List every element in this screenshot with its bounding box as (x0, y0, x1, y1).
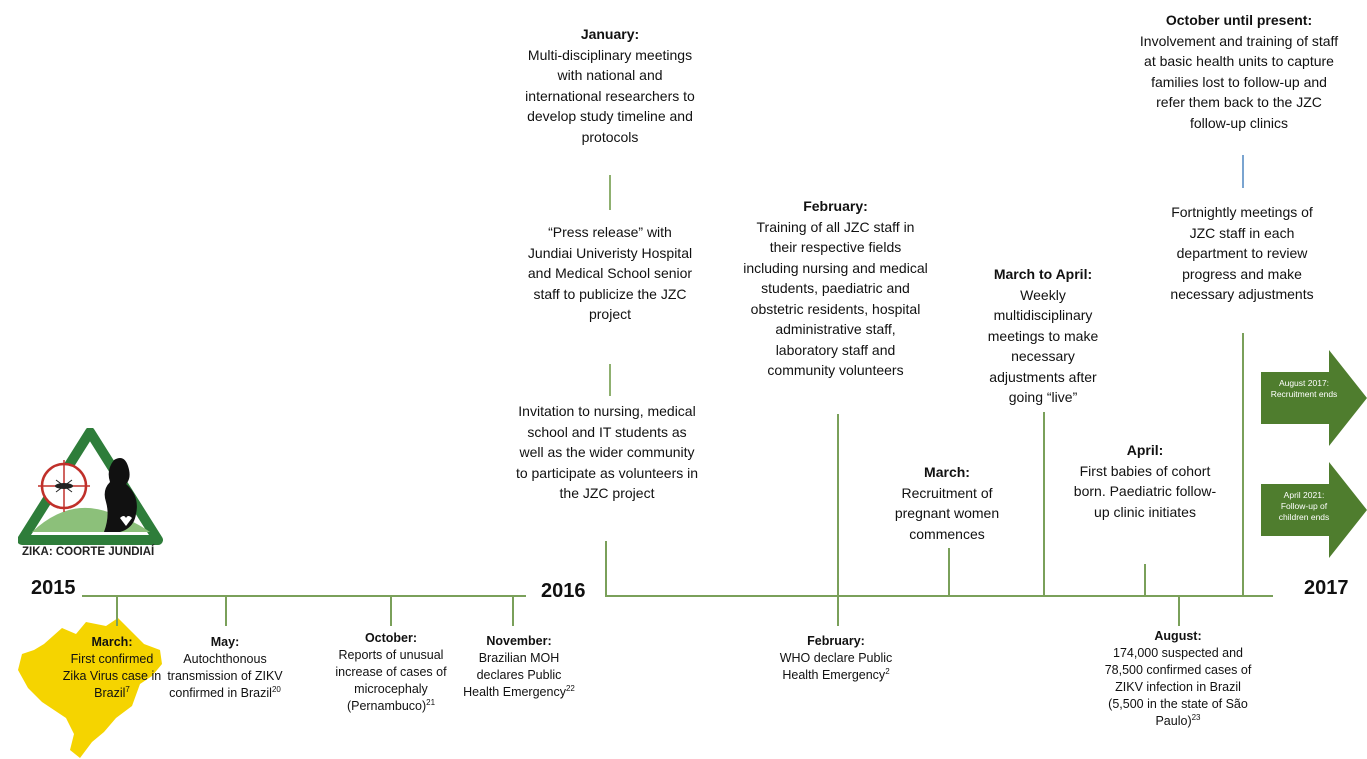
recruitment-ends-label: August 2017: Recruitment ends (1270, 378, 1338, 399)
april-babies-text: First babies of cohort born. Paediatric … (1073, 462, 1217, 520)
tick-february-below (837, 595, 839, 626)
january-text: Multi-disciplinary meetings with nationa… (525, 46, 695, 145)
october-present-block: October until present: Involvement and t… (1137, 10, 1341, 133)
november-2015-block: November: Brazilian MOH declares Public … (462, 633, 576, 701)
march-recruitment-heading: March: (924, 464, 970, 480)
february-2016-heading: February: (807, 634, 865, 648)
invitation-text: Invitation to nursing, medical school an… (515, 403, 699, 501)
october-2015-ref: 21 (426, 697, 436, 707)
tick-april (1144, 564, 1146, 595)
followup-ends-label: April 2021: Follow-up of children ends (1278, 490, 1330, 522)
february-training-block: February: Training of all JZC staff in t… (743, 196, 928, 381)
brazil-map-icon (18, 618, 162, 758)
tick-march-above (948, 548, 950, 595)
zika-logo (18, 428, 163, 545)
october-2015-text: Reports of unusual increase of cases of … (335, 648, 447, 713)
connector-press-invitation (609, 364, 611, 396)
timeline-line-2015 (82, 595, 526, 597)
fortnightly-block: Fortnightly meetings of JZC staff in eac… (1163, 202, 1321, 305)
may-2015-ref: 20 (271, 684, 281, 694)
march-april-text: Weekly multidisciplinary meetings to mak… (987, 286, 1099, 406)
november-2015-ref: 22 (565, 683, 575, 693)
march-2015-ref: 7 (125, 684, 130, 694)
tick-march (116, 595, 118, 626)
may-2015-block: May: Autochthonous transmission of ZIKV … (160, 634, 290, 702)
february-2016-ref: 2 (885, 666, 890, 676)
year-2016: 2016 (541, 580, 586, 602)
press-release-text: “Press release” with Jundiai Univeristy … (527, 224, 693, 322)
february-2016-text: WHO declare Public Health Emergency (779, 651, 893, 682)
timeline-line-2016 (605, 595, 1273, 597)
march-april-heading: March to April: (993, 266, 1093, 282)
march-2015-text: First confirmed Zika Virus case in Brazi… (62, 652, 162, 700)
recruitment-ends-arrow (1261, 350, 1367, 446)
tick-october (390, 595, 392, 626)
followup-ends-arrow (1261, 462, 1367, 558)
year-2015: 2015 (31, 577, 76, 599)
august-2016-heading: August: (1154, 629, 1202, 643)
logo-text: ZIKA: COORTE JUNDIAÍ (22, 546, 155, 558)
tick-november (512, 595, 514, 626)
november-2015-heading: November: (486, 634, 552, 648)
february-training-text: Training of all JZC staff in their respe… (743, 218, 928, 379)
october-present-text: Involvement and training of staff at bas… (1139, 32, 1339, 131)
august-2016-ref: 23 (1191, 712, 1201, 722)
april-babies-heading: April: (1126, 442, 1164, 458)
may-2015-heading: May: (210, 635, 240, 649)
march-2015-heading: March: (91, 635, 133, 649)
tick-may (225, 595, 227, 626)
press-release-block: “Press release” with Jundiai Univeristy … (526, 222, 694, 325)
october-2015-block: October: Reports of unusual increase of … (323, 630, 459, 715)
tick-march-april (1043, 412, 1045, 595)
january-heading: January: (580, 26, 640, 42)
february-2016-block: February: WHO declare Public Health Emer… (765, 633, 907, 684)
connector-october-fortnightly (1242, 155, 1244, 188)
tick-january-start (605, 541, 607, 596)
fortnightly-text: Fortnightly meetings of JZC staff in eac… (1170, 204, 1314, 302)
march-2015-block: March: First confirmed Zika Virus case i… (58, 634, 166, 702)
march-recruitment-block: March: Recruitment of pregnant women com… (878, 462, 1016, 544)
october-2015-heading: October: (364, 631, 418, 645)
march-recruitment-text: Recruitment of pregnant women commences (894, 484, 1000, 542)
tick-october-present (1242, 333, 1244, 595)
february-training-heading: February: (803, 198, 868, 214)
tick-august (1178, 595, 1180, 626)
march-april-block: March to April: Weekly multidisciplinary… (977, 264, 1109, 408)
connector-january-press (609, 175, 611, 210)
october-present-heading: October until present: (1165, 12, 1313, 28)
tick-february-above (837, 414, 839, 595)
january-block: January: Multi-disciplinary meetings wit… (520, 24, 700, 147)
invitation-block: Invitation to nursing, medical school an… (514, 401, 700, 504)
april-babies-block: April: First babies of cohort born. Paed… (1067, 440, 1223, 522)
may-2015-text: Autochthonous transmission of ZIKV confi… (167, 652, 283, 700)
year-2017: 2017 (1304, 577, 1349, 599)
august-2016-text: 174,000 suspected and 78,500 confirmed c… (1104, 646, 1252, 728)
august-2016-block: August: 174,000 suspected and 78,500 con… (1096, 628, 1260, 730)
november-2015-text: Brazilian MOH declares Public Health Eme… (463, 651, 566, 699)
